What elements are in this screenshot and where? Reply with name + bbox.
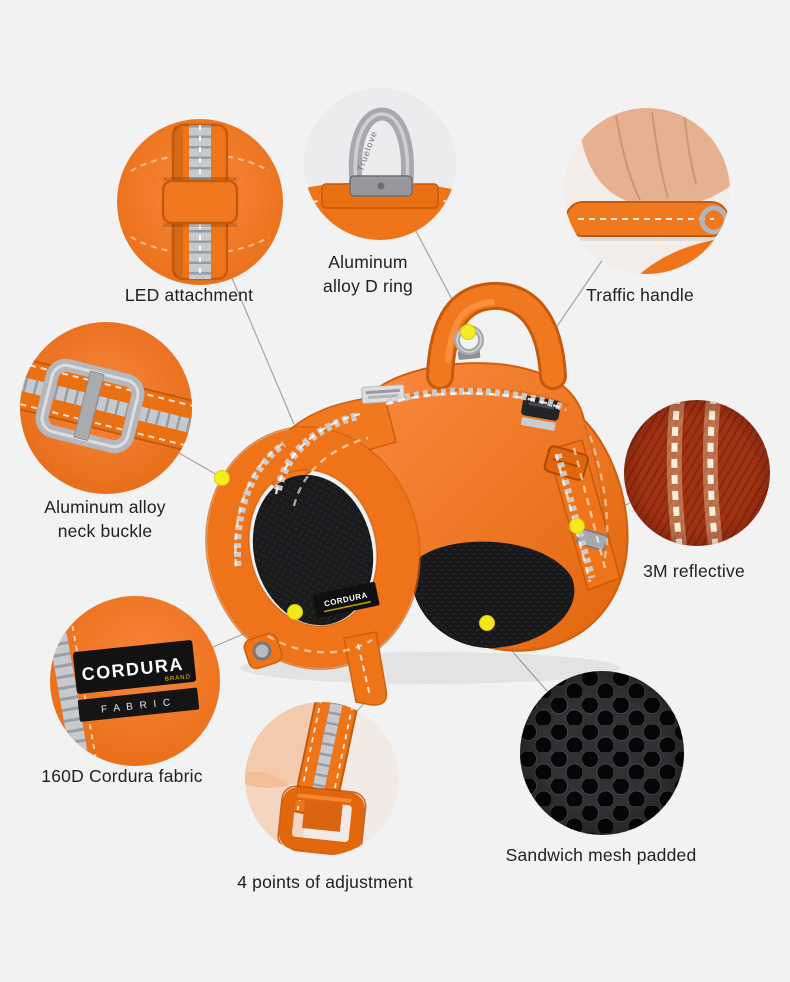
led-loop-shadow-top xyxy=(163,177,237,181)
chest-mesh-texture xyxy=(252,474,374,626)
reflective-photo xyxy=(624,400,770,546)
neck-buckle-photo-art xyxy=(20,322,192,494)
traffic-handle-label: Traffic handle xyxy=(586,285,694,305)
reflective-vignette xyxy=(624,400,770,546)
feature-dot-cordura xyxy=(287,604,303,620)
neck-buckle-photo xyxy=(20,322,192,494)
adjustment-buckle xyxy=(277,785,367,856)
cordura-brand-sub-text: BRAND xyxy=(165,674,192,683)
traffic-handle-strap xyxy=(429,284,564,387)
stitching xyxy=(234,392,609,654)
adjustment-photo-art xyxy=(245,702,399,856)
led-loop-shadow-bottom xyxy=(163,223,237,227)
chest-ring-outline-inner xyxy=(248,469,378,627)
led-attachment-photo xyxy=(117,119,283,285)
d-ring-photo: Truelove xyxy=(304,88,456,240)
feature-dots xyxy=(214,324,585,631)
reflective-photo-art xyxy=(624,400,770,546)
cordura-photo-art: CORDURA BRAND F A B R I C xyxy=(50,596,220,766)
neck-buckle-label: Aluminum alloy neck buckle xyxy=(5,496,205,543)
d-ring-label-line1: Aluminum xyxy=(328,252,408,272)
led-photo-art xyxy=(117,119,283,285)
adjustment-photo xyxy=(245,702,399,856)
led-attachment-label: LED attachment xyxy=(124,285,254,305)
chest-cordura-patch: CORDURA xyxy=(312,581,380,619)
feature-dot-neck-buckle xyxy=(214,470,230,486)
d-ring-label: Aluminum alloy D ring xyxy=(293,251,443,298)
back-brand-label xyxy=(361,384,405,404)
cordura-label-patch: CORDURA BRAND F A B R I C xyxy=(72,640,200,722)
harness-photo: CORDURA xyxy=(205,281,629,706)
hanging-strap xyxy=(343,631,388,706)
adjustment-label: 4 points of adjustment xyxy=(237,872,413,892)
mesh-photo-art xyxy=(520,671,684,835)
neck-buckle-label-line1: Aluminum alloy xyxy=(44,497,166,517)
reflective-label: 3M reflective xyxy=(643,561,745,581)
metal-buckle-frame xyxy=(35,358,145,454)
dring-rivet xyxy=(377,182,385,190)
led-elastic-loop xyxy=(161,179,239,225)
chest-ring-outline-outer xyxy=(205,426,421,670)
neck-buckle-label-line2: neck buckle xyxy=(57,520,153,541)
finger-lines xyxy=(615,109,697,201)
mesh-vignette xyxy=(520,671,684,835)
feature-dot-reflective xyxy=(569,518,585,534)
d-ring-label-line2: alloy D ring xyxy=(323,275,413,296)
connector-traffic xyxy=(548,258,604,339)
cordura-label: 160D Cordura fabric xyxy=(41,766,203,786)
left-grommet-loop xyxy=(243,632,283,670)
handle-highlight xyxy=(445,299,495,363)
traffic-photo-art xyxy=(564,108,730,274)
chest-ring xyxy=(206,427,420,669)
handle-shadow xyxy=(566,236,728,241)
traffic-handle-photo xyxy=(564,108,730,274)
dring-metal-highlight xyxy=(353,112,410,184)
mesh-photo xyxy=(520,671,684,835)
connector-led xyxy=(231,277,295,425)
mesh-label: Sandwich mesh padded xyxy=(505,845,697,865)
mesh-seat-texture xyxy=(411,541,575,649)
feature-dot-mesh xyxy=(479,615,495,631)
cordura-photo: CORDURA BRAND F A B R I C xyxy=(50,596,220,766)
d-ring-photo-art: Truelove xyxy=(304,88,456,240)
feature-dot-dring xyxy=(460,324,476,340)
connector-neck-buckle xyxy=(178,452,220,477)
